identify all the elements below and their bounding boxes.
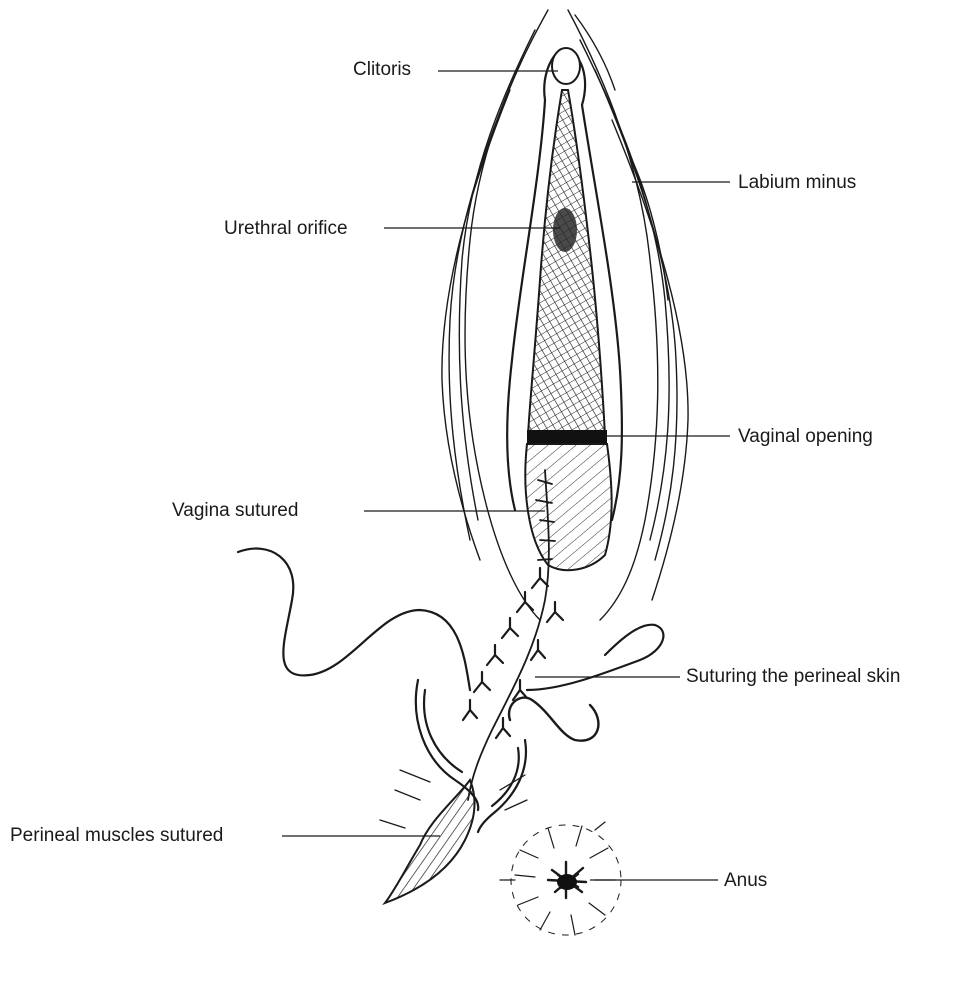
label-vaginal-opening: Vaginal opening	[738, 427, 873, 446]
label-clitoris: Clitoris	[353, 60, 411, 79]
clitoris-shape	[552, 48, 580, 84]
vestibule-hatching	[528, 90, 605, 435]
label-vagina-sutured: Vagina sutured	[172, 501, 298, 520]
urethral-orifice-shape	[553, 208, 577, 252]
perineal-stitches	[463, 568, 563, 738]
suture-thread-right	[527, 625, 663, 690]
anus-center	[557, 874, 577, 890]
label-anus: Anus	[724, 871, 767, 890]
vaginal-opening-band	[527, 430, 607, 444]
vaginal-wall-hatching	[525, 444, 611, 570]
label-urethral-orifice: Urethral orifice	[224, 219, 348, 238]
label-suturing-perineal-skin: Suturing the perineal skin	[686, 667, 900, 686]
curved-needle	[509, 698, 598, 741]
label-perineal-muscles-sutured: Perineal muscles sutured	[10, 826, 223, 845]
label-labium-minus: Labium minus	[738, 173, 856, 192]
vaginal-suture-line	[468, 470, 555, 800]
perineal-muscle-wedge	[385, 780, 475, 903]
suture-thread-left	[238, 549, 470, 690]
